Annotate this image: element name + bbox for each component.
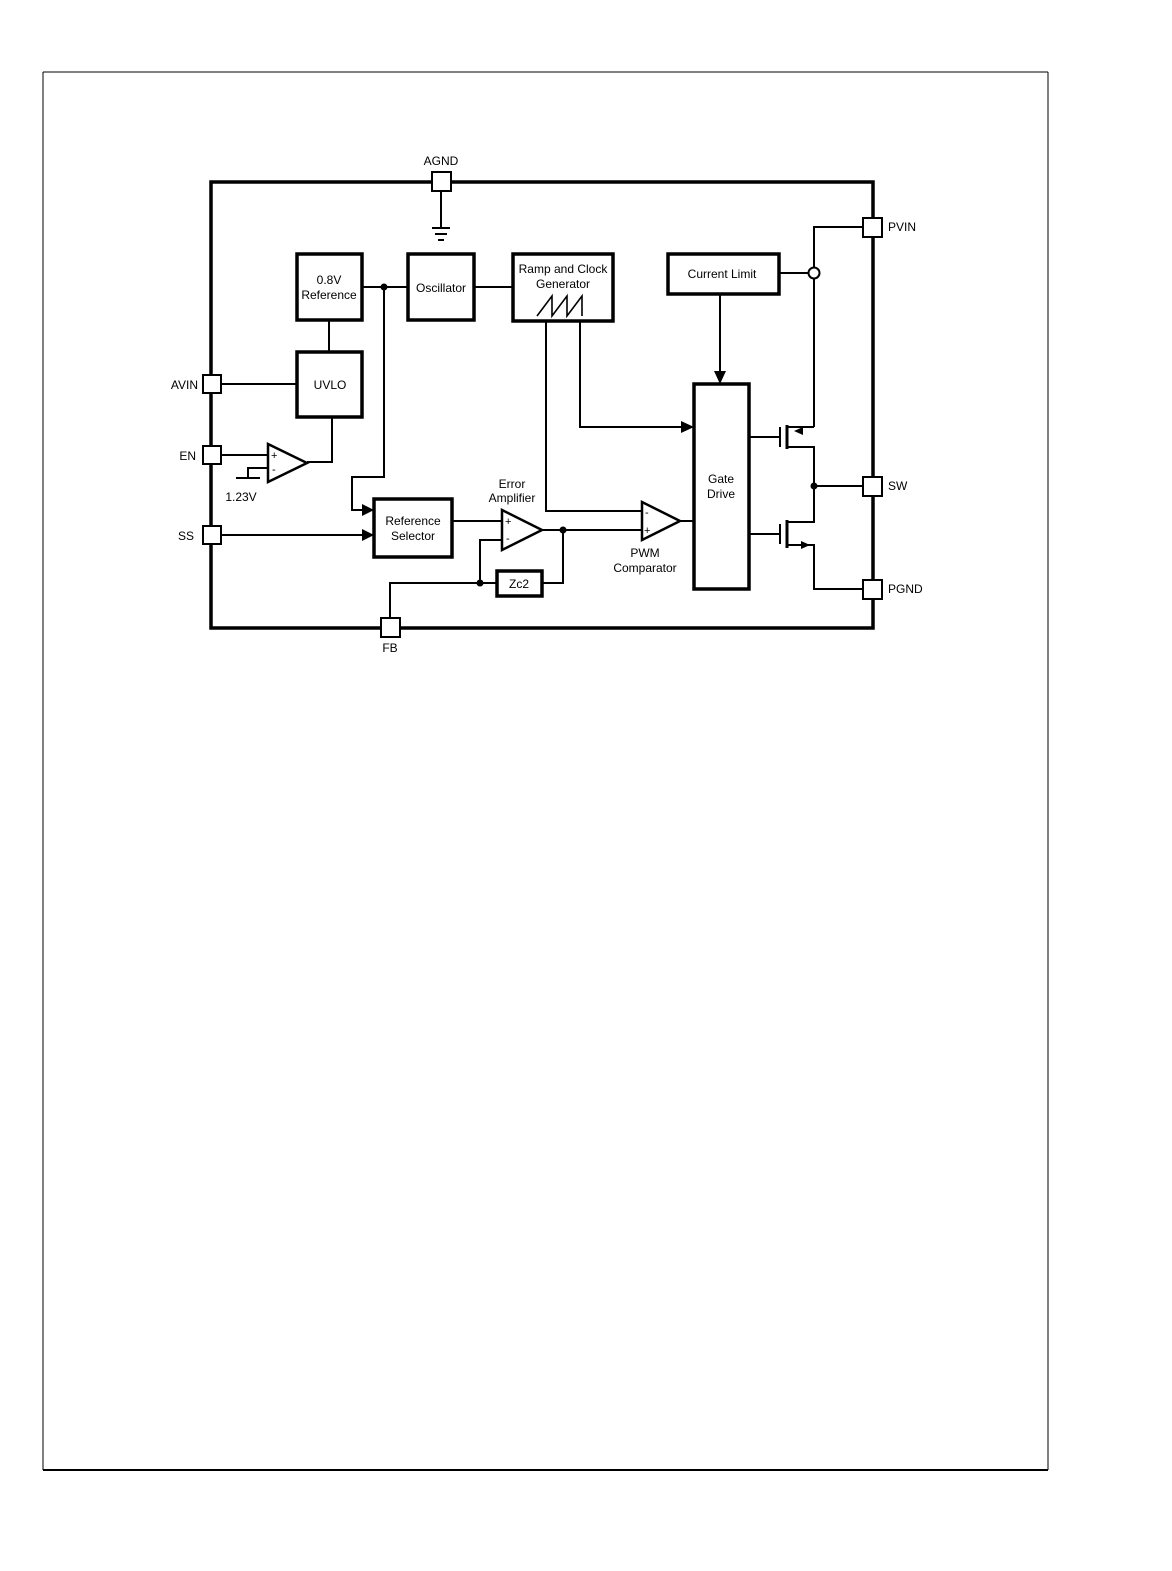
fb-pin (381, 618, 400, 637)
error-amp-label-2: Amplifier (489, 491, 536, 505)
reference-label-2: Reference (301, 288, 357, 302)
en-label: EN (179, 449, 196, 463)
ref-selector-label-1: Reference (385, 514, 441, 528)
agnd-ground-symbol (432, 192, 450, 240)
current-sense-icon (809, 268, 820, 279)
ss-pin (203, 526, 221, 544)
sw-label: SW (888, 479, 908, 493)
agnd-label: AGND (424, 154, 459, 168)
en-comp-minus: - (272, 464, 276, 476)
ref-selector-label-2: Selector (391, 529, 435, 543)
en-pin (203, 446, 221, 464)
error-amp-plus: + (505, 516, 511, 528)
pgnd-pin (863, 580, 882, 599)
fb-label: FB (382, 641, 397, 655)
en-comp-plus: + (271, 450, 277, 462)
pvin-label: PVIN (888, 220, 916, 234)
reference-selector-block (374, 499, 452, 557)
pvin-pin (863, 218, 882, 237)
pwm-label-1: PWM (630, 546, 659, 560)
avin-pin (203, 375, 221, 393)
ss-label: SS (178, 529, 194, 543)
ramp-label-2: Generator (536, 277, 590, 291)
uvlo-label: UVLO (314, 378, 347, 392)
error-amp-minus: - (506, 533, 510, 545)
current-limit-label: Current Limit (688, 267, 757, 281)
pgnd-label: PGND (888, 582, 923, 596)
ramp-label-1: Ramp and Clock (519, 262, 609, 276)
reference-label-1: 0.8V (317, 273, 342, 287)
reference-block (297, 254, 362, 320)
gate-drive-label-2: Drive (707, 487, 735, 501)
avin-label: AVIN (171, 378, 198, 392)
pwm-comp-minus: - (645, 507, 649, 519)
sw-pin (863, 477, 882, 496)
pwm-comp-plus: + (644, 525, 650, 537)
error-amp-label-1: Error (499, 477, 526, 491)
gate-drive-label-1: Gate (708, 472, 734, 486)
agnd-pin (432, 172, 451, 191)
en-threshold-label: 1.23V (225, 490, 256, 504)
oscillator-label: Oscillator (416, 281, 466, 295)
zc2-label: Zc2 (509, 577, 529, 591)
pwm-label-2: Comparator (613, 561, 676, 575)
